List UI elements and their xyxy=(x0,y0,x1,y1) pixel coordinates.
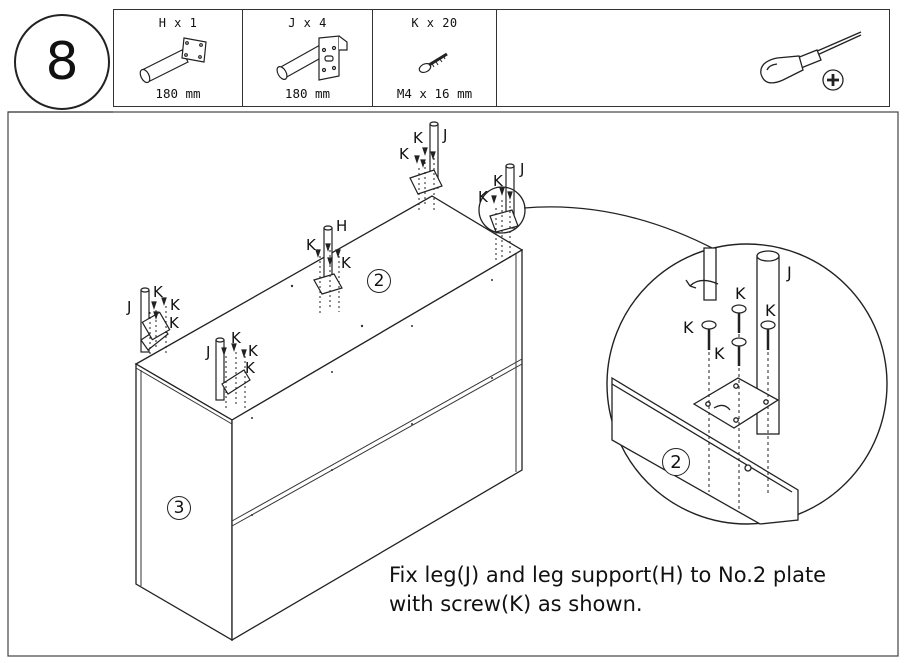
label-screw-k: K xyxy=(169,314,179,332)
detail-magnifier-circle xyxy=(478,186,526,234)
step-number-badge: 8 xyxy=(14,14,110,110)
tool-cell xyxy=(497,10,888,106)
instruction-text: Fix leg(J) and leg support(H) to No.2 pl… xyxy=(389,561,826,619)
label-screw-k: K xyxy=(399,145,409,163)
panel-2-marker: 2 xyxy=(367,269,391,293)
label-screw-k: K xyxy=(306,236,316,254)
label-leg-j: J xyxy=(520,160,525,178)
leg-j-front xyxy=(215,337,251,401)
part-code: K x 20 xyxy=(411,16,458,30)
part-size: M4 x 16 mm xyxy=(396,86,473,101)
detail-label-leg-j: J xyxy=(787,263,792,282)
detail-label-screw-k: K xyxy=(765,301,776,320)
detail-panel-2-marker: 2 xyxy=(662,448,690,476)
leg-bracket-icon xyxy=(276,35,348,81)
part-size: 180 mm xyxy=(284,86,331,101)
part-size: 180 mm xyxy=(155,86,201,101)
leg-support-h xyxy=(313,225,343,295)
detail-label-screw-k: K xyxy=(683,318,694,337)
label-leg-j: J xyxy=(443,126,448,144)
label-leg-j: J xyxy=(127,298,132,316)
part-cell-h: H x 1 180 mm xyxy=(114,10,243,106)
phillips-screwdriver-icon xyxy=(760,31,862,91)
part-code: J x 4 xyxy=(288,16,327,30)
screw-k-marks xyxy=(151,147,513,358)
part-cell-k: K x 20 M4 x 16 mm xyxy=(373,10,497,106)
label-screw-k: K xyxy=(248,342,258,360)
frame-border xyxy=(7,111,899,657)
instruction-line-1: Fix leg(J) and leg support(H) to No.2 pl… xyxy=(389,563,827,587)
screw-icon xyxy=(418,52,448,74)
label-leg-j: J xyxy=(206,343,211,361)
leg-support-icon xyxy=(139,37,207,84)
part-code: H x 1 xyxy=(158,16,198,30)
label-support-h: H xyxy=(336,217,348,235)
label-screw-k: K xyxy=(153,283,163,301)
detail-screws xyxy=(701,304,776,366)
instruction-line-2: with screw(K) as shown. xyxy=(389,592,643,616)
step-number: 8 xyxy=(45,32,79,92)
detail-label-screw-k: K xyxy=(714,344,725,363)
panel-3-marker: 3 xyxy=(167,496,191,520)
parts-table: H x 1 180 mm J x 4 xyxy=(113,9,890,107)
part-cell-j: J x 4 180 mm xyxy=(243,10,373,106)
label-screw-k: K xyxy=(245,359,255,377)
label-screw-k: K xyxy=(413,129,423,147)
label-screw-k: K xyxy=(493,172,503,190)
label-screw-k: K xyxy=(478,188,488,206)
label-screw-k: K xyxy=(231,329,241,347)
label-screw-k: K xyxy=(341,254,351,272)
detail-screwdriver-icon xyxy=(685,247,752,472)
label-screw-k: K xyxy=(170,296,180,314)
detail-label-screw-k: K xyxy=(735,284,746,303)
detail-panel xyxy=(611,376,799,525)
